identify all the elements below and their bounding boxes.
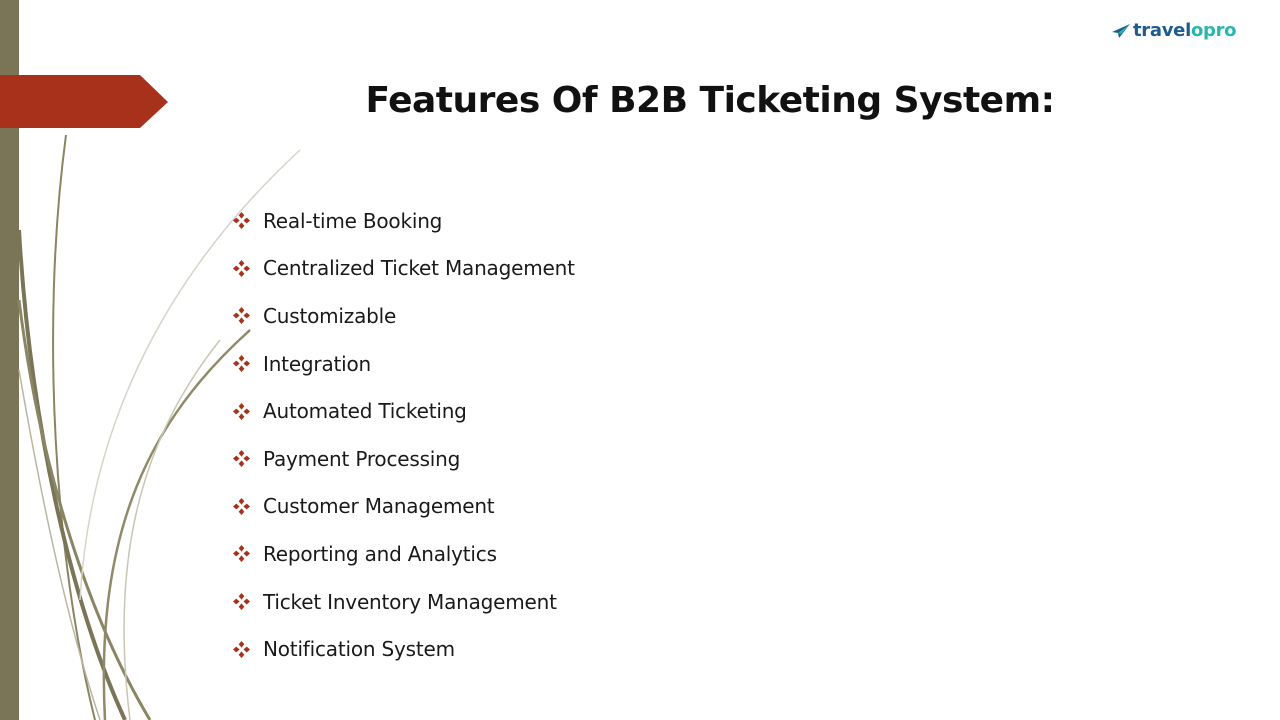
feature-text: Payment Processing <box>263 446 461 471</box>
four-diamond-bullet-icon <box>232 640 251 658</box>
feature-item: Real-time Booking <box>232 197 575 245</box>
four-diamond-bullet-icon <box>232 355 251 373</box>
travelopro-logo: travelopro <box>1112 18 1237 44</box>
feature-item: Payment Processing <box>232 435 575 483</box>
feature-text: Customer Management <box>263 494 495 519</box>
feature-item: Automated Ticketing <box>232 387 575 435</box>
feature-item: Centralized Ticket Management <box>232 245 575 293</box>
paper-plane-icon <box>1112 24 1130 38</box>
feature-text: Automated Ticketing <box>263 399 467 424</box>
four-diamond-bullet-icon <box>232 497 251 515</box>
title-accent-tab <box>0 75 168 128</box>
feature-text: Real-time Booking <box>263 208 443 233</box>
feature-text: Integration <box>263 351 372 376</box>
feature-item: Reporting and Analytics <box>232 530 575 578</box>
feature-item: Customer Management <box>232 483 575 531</box>
four-diamond-bullet-icon <box>232 592 251 611</box>
feature-text: Centralized Ticket Management <box>263 256 575 281</box>
feature-text: Notification System <box>263 637 455 662</box>
four-diamond-bullet-icon <box>232 212 251 230</box>
feature-item: Ticket Inventory Management <box>232 578 575 626</box>
logo-text-part2: opro <box>1190 20 1237 41</box>
features-list: Real-time Booking Centralized Ticket Man… <box>232 197 575 673</box>
feature-text: Customizable <box>263 303 397 328</box>
four-diamond-bullet-icon <box>232 259 251 277</box>
logo-text-part1: travel <box>1133 20 1191 41</box>
feature-text: Reporting and Analytics <box>263 541 497 566</box>
logo-text: travelopro <box>1133 20 1237 42</box>
feature-text: Ticket Inventory Management <box>263 589 557 614</box>
feature-item: Notification System <box>232 625 575 673</box>
left-accent-bar <box>0 0 19 720</box>
feature-item: Customizable <box>232 292 575 340</box>
decorative-curves <box>17 134 301 720</box>
feature-item: Integration <box>232 340 575 388</box>
four-diamond-bullet-icon <box>232 545 251 563</box>
four-diamond-bullet-icon <box>232 307 251 325</box>
page-title: Features Of B2B Ticketing System: <box>365 80 1055 121</box>
four-diamond-bullet-icon <box>232 402 251 420</box>
four-diamond-bullet-icon <box>232 450 251 468</box>
